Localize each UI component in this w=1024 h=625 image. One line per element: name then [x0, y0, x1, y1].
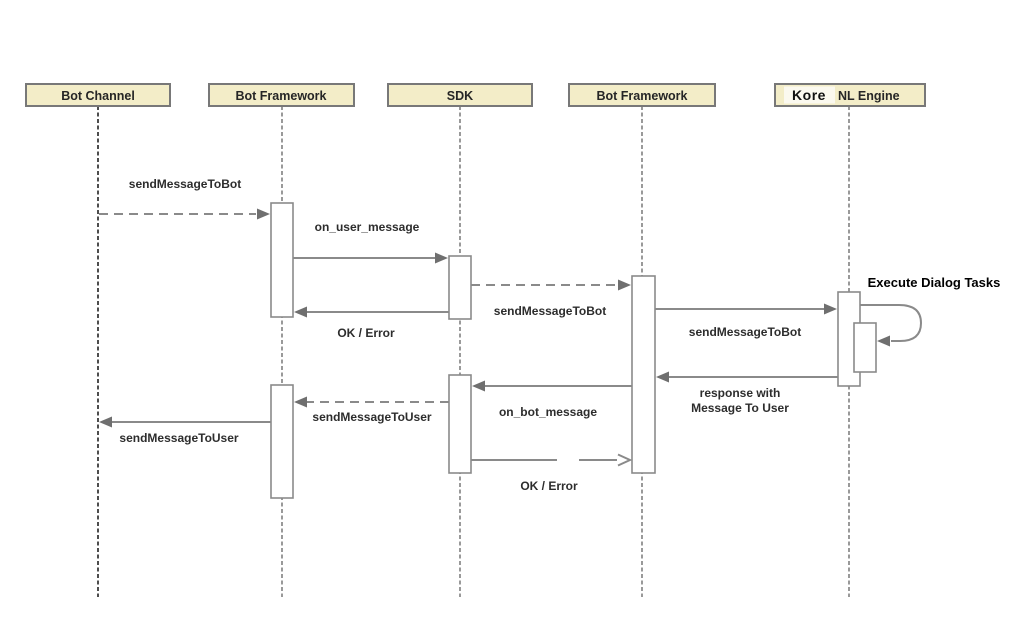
- actor-sdk: SDK: [387, 83, 533, 107]
- message-label: on_bot_message: [499, 405, 597, 419]
- message-send-message-to-user-2: sendMessageToUser: [99, 416, 271, 445]
- actor-box-bot-framework-right: [568, 83, 716, 107]
- arrowhead-left-icon: [656, 371, 669, 383]
- kore-logo-backdrop: [784, 86, 835, 104]
- actor-box-bot-framework-left: [208, 83, 355, 107]
- actor-bot-framework-left: Bot Framework: [208, 83, 355, 107]
- arrowhead-right-icon: [257, 208, 270, 220]
- actor-label-sdk: SDK: [447, 89, 473, 103]
- kore-logo-text: Kore: [792, 87, 826, 103]
- arrowhead-right-icon: [824, 303, 837, 315]
- message-label: sendMessageToBot: [129, 177, 241, 191]
- message-label-line1: response with: [700, 386, 781, 400]
- message-label: OK / Error: [520, 479, 578, 493]
- message-label: sendMessageToUser: [119, 431, 238, 445]
- message-label: sendMessageToBot: [689, 325, 801, 339]
- arrowhead-right-open-icon: [617, 453, 633, 467]
- arrowhead-right-icon: [435, 252, 448, 264]
- arrowhead-left-icon: [877, 335, 890, 347]
- actor-label-bot-channel: Bot Channel: [61, 89, 135, 103]
- message-ok-error-2: OK / Error: [471, 453, 633, 493]
- message-send-message-to-user-1: sendMessageToUser: [294, 396, 449, 424]
- message-label: OK / Error: [337, 326, 395, 340]
- message-label-line2: Message To User: [691, 401, 789, 415]
- actor-box-bot-channel: [25, 83, 171, 107]
- message-label: sendMessageToBot: [494, 304, 606, 318]
- message-on-user-message: on_user_message: [293, 220, 448, 264]
- message-response-with-message-to-user: response with Message To User: [656, 371, 838, 415]
- arrowhead-left-icon: [472, 380, 485, 392]
- activation-bot-framework-right: [631, 275, 656, 474]
- actor-bot-framework-right: Bot Framework: [568, 83, 716, 107]
- activation-bot-framework-left-2: [270, 384, 294, 499]
- arrowhead-left-icon: [294, 306, 307, 318]
- self-loop-line: [860, 304, 923, 342]
- activation-sdk-1: [448, 255, 472, 320]
- self-loop-label: Execute Dialog Tasks: [868, 275, 1001, 290]
- message-on-bot-message: on_bot_message: [472, 380, 632, 419]
- arrowhead-right-icon: [618, 279, 631, 291]
- activation-bot-framework-left-1: [270, 202, 294, 318]
- actor-label-bot-framework-left: Bot Framework: [236, 89, 327, 103]
- message-label: on_user_message: [315, 220, 420, 234]
- activation-sdk-2: [448, 374, 472, 474]
- arrowhead-left-icon: [99, 416, 112, 428]
- message-send-message-to-bot-2: sendMessageToBot: [471, 279, 631, 318]
- actor-bot-channel: Bot Channel: [25, 83, 171, 107]
- activation-kore-nl-engine-nested: [853, 322, 877, 373]
- message-ok-error-1: OK / Error: [294, 306, 449, 340]
- message-label: sendMessageToUser: [312, 410, 431, 424]
- message-send-message-to-bot-1: sendMessageToBot: [99, 177, 270, 220]
- actor-box-sdk: [387, 83, 533, 107]
- arrowhead-left-icon: [294, 396, 307, 408]
- message-send-message-to-bot-3: sendMessageToBot: [655, 303, 837, 339]
- message-execute-dialog-tasks: Execute Dialog Tasks: [860, 275, 1000, 347]
- actor-label-kore-nl-engine: NL Engine: [838, 89, 900, 103]
- actor-label-bot-framework-right: Bot Framework: [597, 89, 688, 103]
- actor-kore-nl-engine: Kore NL Engine: [774, 83, 926, 107]
